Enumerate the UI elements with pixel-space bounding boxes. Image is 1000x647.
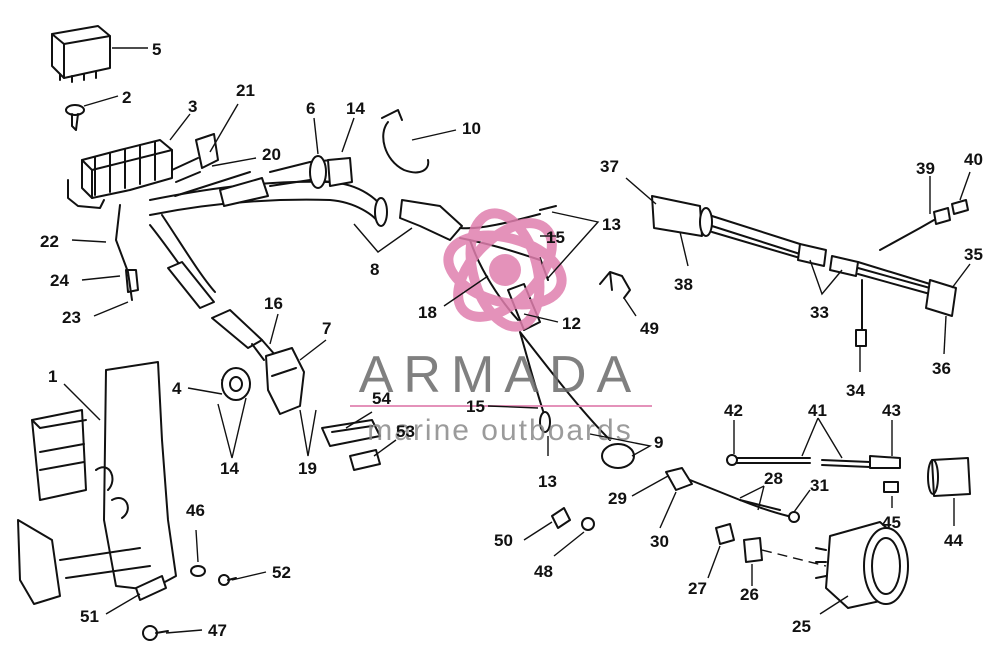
callout-37: 37	[600, 157, 619, 176]
callout-35: 35	[964, 245, 983, 264]
leader-lines	[63, 47, 971, 634]
callout-24: 24	[50, 271, 69, 290]
callout-49: 49	[640, 319, 659, 338]
callout-34: 34	[846, 381, 865, 400]
callout-38: 38	[674, 275, 693, 294]
callout-9: 9	[654, 433, 663, 452]
callout-50: 50	[494, 531, 513, 550]
harness-branch-part-12	[399, 199, 635, 469]
callout-23: 23	[62, 308, 81, 327]
callout-52: 52	[272, 563, 291, 582]
callout-40: 40	[964, 150, 983, 169]
callout-22: 22	[40, 232, 59, 251]
sender-part-30	[665, 467, 800, 523]
callout-36: 36	[932, 359, 951, 378]
callout-1: 1	[48, 367, 57, 386]
callout-43: 43	[882, 401, 901, 420]
callout-46: 46	[186, 501, 205, 520]
bracket-part-49	[599, 271, 631, 299]
gauge-part-25	[715, 521, 909, 609]
mounting-bracket-part-1	[17, 361, 177, 605]
callout-19: 19	[298, 459, 317, 478]
cable-part-41	[726, 454, 971, 497]
callout-53: 53	[396, 422, 415, 441]
callout-13-top: 13	[602, 215, 621, 234]
callout-47: 47	[208, 621, 227, 640]
callout-10: 10	[462, 119, 481, 138]
callout-48: 48	[534, 562, 553, 581]
callout-54: 54	[372, 389, 391, 408]
callout-3: 3	[188, 97, 197, 116]
callout-31: 31	[810, 476, 829, 495]
callout-16: 16	[264, 294, 283, 313]
callout-51: 51	[80, 607, 99, 626]
callout-8: 8	[370, 260, 379, 279]
connector-part-7	[221, 339, 305, 415]
callout-25: 25	[792, 617, 811, 636]
hardware-parts	[135, 507, 595, 641]
terminal-block-part-3	[67, 139, 173, 301]
main-harness-part-8	[149, 133, 388, 349]
relay-part-5	[51, 25, 111, 83]
callout-41: 41	[808, 401, 827, 420]
callout-39: 39	[916, 159, 935, 178]
callout-12: 12	[562, 314, 581, 333]
callout-42: 42	[724, 401, 743, 420]
callout-27: 27	[688, 579, 707, 598]
callout-45: 45	[882, 513, 901, 532]
callout-2: 2	[122, 88, 131, 107]
callout-30: 30	[650, 532, 669, 551]
callout-13-bottom: 13	[538, 472, 557, 491]
callout-14-bottom: 14	[220, 459, 239, 478]
callout-15-top: 15	[546, 228, 565, 247]
grommet-part-6	[269, 155, 353, 189]
callout-6: 6	[306, 99, 315, 118]
callout-28: 28	[764, 469, 783, 488]
callout-labels: 5 2 3 21 20 6 14 10 22 24 23 8 13 15 18 …	[40, 40, 983, 640]
connector-harness-part-33	[651, 195, 969, 347]
callout-29: 29	[608, 489, 627, 508]
armada-watermark: ARMADA marine outboards	[350, 208, 652, 447]
callout-44: 44	[944, 531, 963, 550]
propeller-logo-icon	[443, 208, 567, 332]
callout-33: 33	[810, 303, 829, 322]
callout-14-top: 14	[346, 99, 365, 118]
watermark-title: ARMADA	[359, 346, 641, 404]
callout-4: 4	[172, 379, 182, 398]
callout-20: 20	[262, 145, 281, 164]
callout-7: 7	[322, 319, 331, 338]
callout-26: 26	[740, 585, 759, 604]
callout-15-bottom: 15	[466, 397, 485, 416]
watermark-subtitle: marine outboards	[367, 414, 632, 447]
callout-21: 21	[236, 81, 255, 100]
callout-18: 18	[418, 303, 437, 322]
clamp-part-10	[381, 109, 430, 174]
screw-part-2	[65, 104, 85, 131]
callout-5: 5	[152, 40, 161, 59]
